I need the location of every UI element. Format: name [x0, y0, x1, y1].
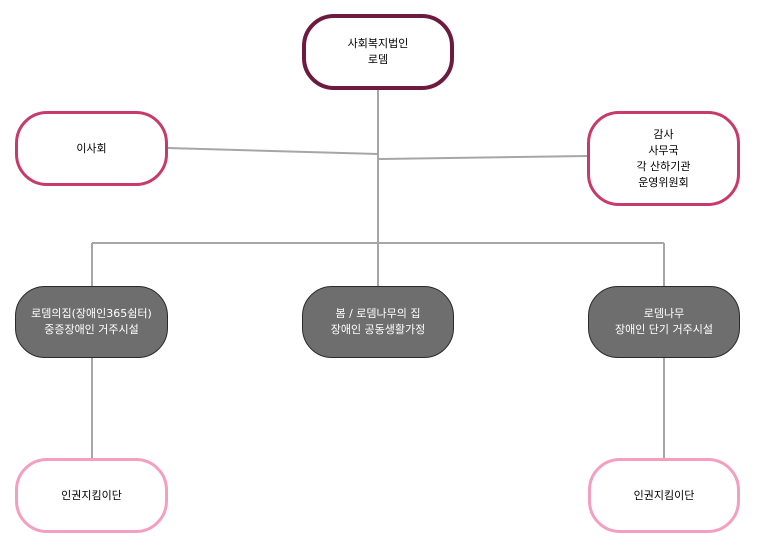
facility-line-1: 로뎀나무 [643, 307, 685, 320]
facility-node-short-term: 로뎀나무 장애인 단기 거주시설 [588, 286, 740, 358]
committee-label: 인권지킴이단 [633, 488, 695, 502]
root-line-2: 로뎀 [367, 53, 389, 66]
facility-line-1: 로뎀의집(장애인365쉼터) [31, 307, 152, 320]
staff-line-2: 사무국 [648, 143, 679, 157]
facility-line-2: 중증장애인 거주시설 [44, 323, 139, 336]
facility-line-2: 장애인 공동생활가정 [330, 323, 426, 336]
facility-line-2: 장애인 단기 거주시설 [614, 323, 714, 336]
staff-line-4: 운영위원회 [638, 175, 689, 189]
rights-committee-node-right: 인권지킴이단 [588, 458, 740, 533]
facility-line-1: 봄 / 로뎀나무의 집 [335, 307, 421, 320]
rights-committee-node-left: 인권지킴이단 [15, 458, 168, 533]
staff-line-3: 각 산하기관 [636, 159, 691, 173]
board-label: 이사회 [76, 141, 107, 155]
board-connector [167, 147, 379, 155]
board-node: 이사회 [15, 111, 168, 186]
facility-node-rodem-house: 로뎀의집(장애인365쉼터) 중증장애인 거주시설 [15, 286, 168, 358]
org-root-node: 사회복지법인 로뎀 [302, 14, 454, 90]
staff-connector [377, 155, 589, 160]
committee-label: 인권지킴이단 [61, 488, 122, 502]
facility-node-bom-group-home: 봄 / 로뎀나무의 집 장애인 공동생활가정 [302, 286, 454, 358]
staff-node: 감사 사무국 각 산하기관 운영위원회 [587, 111, 740, 206]
root-line-1: 사회복지법인 [347, 37, 409, 50]
staff-line-1: 감사 [653, 127, 674, 141]
